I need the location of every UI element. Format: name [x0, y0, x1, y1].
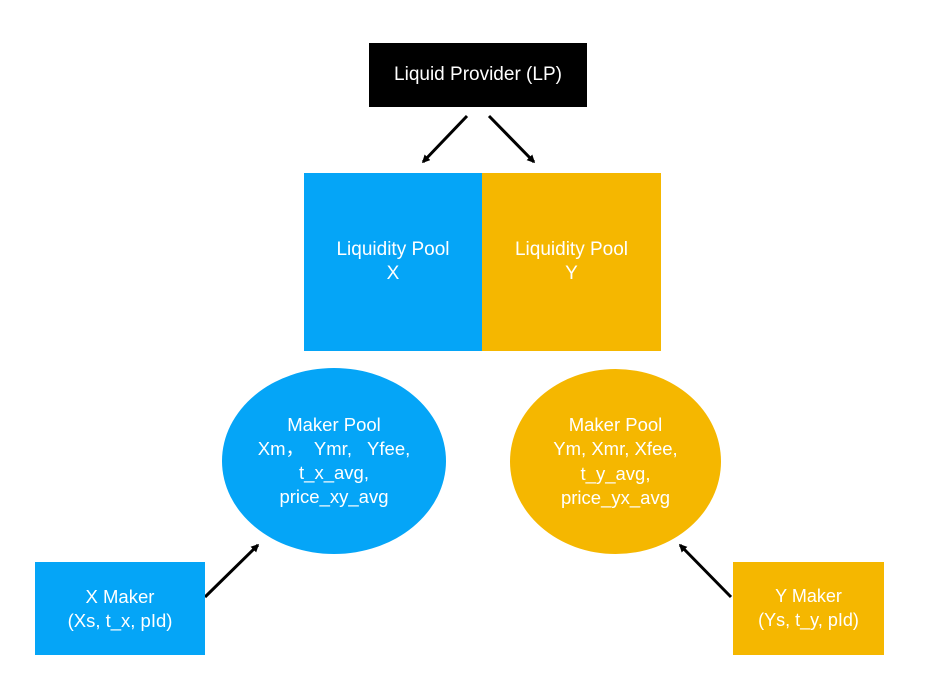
liquidity-pool-y-title: Liquidity Pool — [514, 238, 629, 260]
maker-pool-x-line: Xm， Ymr, Yfee, — [257, 437, 411, 459]
liquidity-pool-x-title: Liquidity Pool — [336, 238, 450, 260]
liquid-provider-label: Liquid Provider (LP) — [394, 63, 562, 85]
liquidity-pool-y-token: Y — [565, 263, 578, 284]
maker-pool-x: Maker Pool Xm， Ymr, Yfee, t_x_avg, price… — [222, 368, 446, 554]
y-maker-title: Y Maker — [775, 586, 842, 607]
x-maker-title: X Maker — [85, 585, 155, 607]
maker-pool-y-line: price_yx_avg — [560, 486, 670, 508]
arrow-lp-to-pool-x — [421, 114, 469, 164]
maker-pool-x-line: price_xy_avg — [279, 486, 389, 508]
arrow-lp-to-pool-y — [487, 114, 536, 164]
liquidity-pool-y: Liquidity Pool Y — [482, 173, 661, 351]
x-maker-node: X Maker (Xs, t_x, pId) — [35, 562, 205, 655]
arrow-maker-x-to-maker-pool-x — [203, 543, 260, 599]
arrow-maker-y-to-maker-pool-y — [678, 543, 733, 599]
maker-pool-y-line: Ym, Xmr, Xfee, — [553, 438, 678, 460]
liquidity-pool-x-token: X — [386, 263, 400, 284]
maker-pool-x-line: Maker Pool — [287, 413, 381, 435]
y-maker-params: (Ys, t_y, pId) — [758, 609, 859, 630]
maker-pool-y-line: Maker Pool — [568, 414, 663, 436]
y-maker-node: Y Maker (Ys, t_y, pId) — [733, 562, 884, 655]
liquid-provider-node: Liquid Provider (LP) — [369, 43, 587, 107]
maker-pool-y: Maker Pool Ym, Xmr, Xfee, t_y_avg, price… — [510, 369, 721, 554]
x-maker-params: (Xs, t_x, pId) — [67, 609, 173, 631]
maker-pool-y-line: t_y_avg, — [580, 462, 651, 484]
liquidity-pool-x: Liquidity Pool X — [304, 173, 482, 351]
maker-pool-x-line: t_x_avg, — [299, 462, 369, 483]
